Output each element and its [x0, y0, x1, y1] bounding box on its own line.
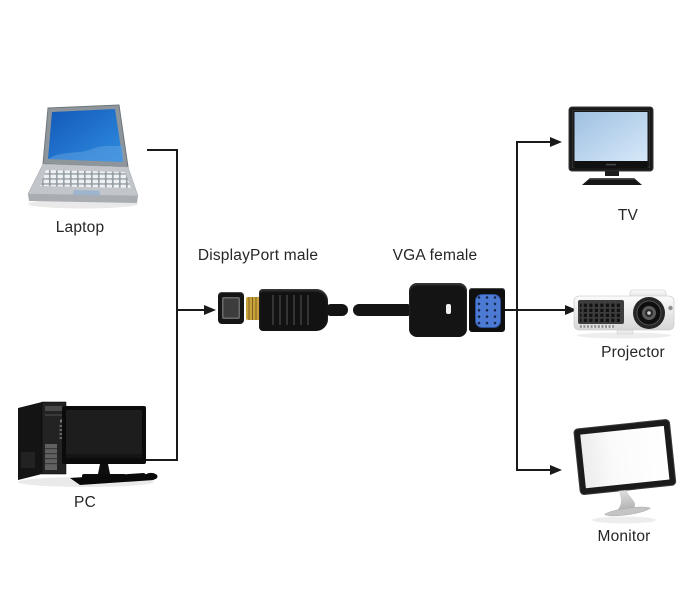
adapter-cable-right [353, 304, 413, 316]
tv-connector-line [517, 141, 551, 143]
tv-label: TV [617, 207, 639, 224]
connector-grip-ribs [267, 295, 311, 325]
laptop-label: Laptop [55, 219, 105, 236]
adapter-cable-left [325, 304, 348, 316]
vga-adapter-body [409, 283, 467, 337]
laptop-icon [27, 104, 139, 209]
displayport-plug-face-icon [218, 292, 244, 324]
vga-blue-port [475, 294, 501, 328]
vga-adapter-slot [446, 304, 451, 314]
adapter-input-arrow-icon [204, 305, 216, 315]
pc-connector-line [135, 459, 178, 461]
displayport-plug-recess [222, 297, 240, 319]
monitor-icon [573, 419, 677, 524]
pc-icon [18, 401, 158, 487]
displayport-male-label: DisplayPort male [197, 247, 319, 264]
vga-female-label: VGA female [392, 247, 478, 264]
monitor-label: Monitor [597, 528, 651, 545]
projector-icon [573, 289, 675, 339]
adapter-output-line [504, 309, 566, 311]
tv-arrow-icon [550, 137, 562, 147]
displayport-connector-body [259, 289, 328, 331]
tv-icon [568, 106, 654, 185]
displayport-gold-pins [246, 297, 260, 320]
monitor-connector-line [517, 469, 551, 471]
pc-label: PC [74, 494, 96, 511]
adapter-input-line [176, 309, 205, 311]
monitor-arrow-icon [550, 465, 562, 475]
projector-label: Projector [601, 344, 665, 361]
projector-arrow-icon [565, 305, 577, 315]
left-junction-line [176, 149, 178, 461]
vga-port-face-icon [469, 288, 505, 332]
right-junction-line [516, 141, 518, 471]
laptop-connector-line [147, 149, 178, 151]
